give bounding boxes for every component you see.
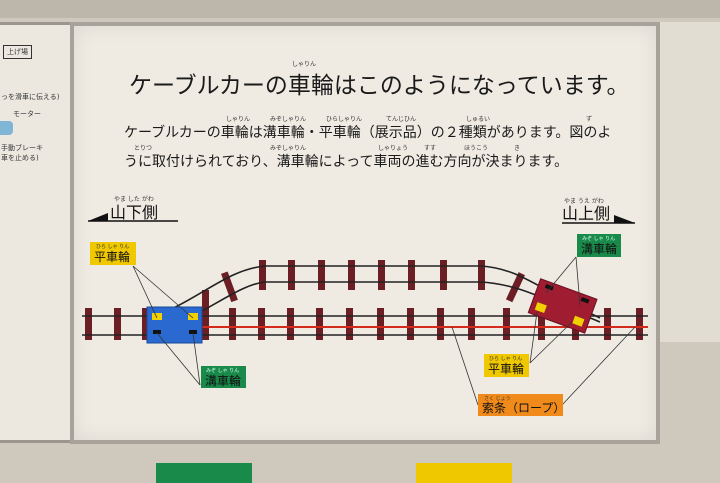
label-flat-wheel-down: ひら しゃ りん 平車輪 [90,242,136,265]
flat-wheel-icon [572,315,585,327]
ruby: ず [586,116,593,123]
flat-wheel-icon [152,313,162,320]
info-board: しゃりん ケーブルカーの車輪はこのようになっています。 しゃりん みぞしゃりん … [70,22,660,444]
label-text: 平車輪 [488,361,524,376]
label-rope: さく じょう 索条（ロープ） [478,394,565,416]
ruby: しゃりん [226,116,251,123]
arrow-right-icon [614,215,635,223]
ruby: しゃりょう [378,145,409,152]
car-uphill [527,278,598,334]
groove-wheel-icon [189,330,197,334]
uphill-label: 山上側 [562,204,610,223]
flat-wheel-icon [534,302,547,314]
label-groove-wheel-up: みぞ しゃ りん 溝車輪 [577,234,621,257]
downhill-indicator: やま した がわ 山下側 [88,195,178,222]
car-downhill [146,306,203,344]
ruby: てんじひん [386,116,417,123]
groove-wheel-icon [153,330,161,334]
ruby: ひらしゃりん [326,116,363,123]
page-title: ケーブルカーの車輪はこのようになっています。 [129,73,630,99]
ruby: とりつ [134,145,153,152]
ruby: ほうこう [464,145,489,152]
left-text: っを滑車に伝える) [1,93,60,101]
downhill-label: 山下側 [110,203,158,222]
left-heading: 上げ場 [3,45,32,59]
groove-wheel-icon [580,296,590,304]
bottom-yellow-sign [416,463,512,483]
wall [660,22,720,342]
ruby: ひら しゃ りん [489,356,522,362]
ruby: さく じょう [484,395,511,402]
downhill-ruby: やま した がわ [114,195,154,203]
ruby: しゅるい [466,116,491,123]
sleepers [85,260,643,340]
groove-wheel-icon [544,283,554,291]
description-line-1: ケーブルカーの車輪は溝車輪・平車輪（展示品）の２種類があります。図のよ [124,125,612,141]
label-text: 索条（ロープ） [482,401,565,415]
motor-label: モーター [13,110,41,118]
left-text-2: 車を止める) [1,154,39,162]
wall [0,0,720,18]
brake-label: 手動ブレーキ [1,144,43,152]
flat-wheel-icon [188,313,198,320]
label-text: 溝車輪 [581,241,617,256]
ruby: き [514,145,521,152]
title-ruby: しゃりん [292,61,317,68]
bottom-green-sign [156,463,252,483]
ruby: みぞしゃりん [270,145,307,152]
ruby: みぞしゃりん [270,116,307,123]
ruby: すす [424,145,437,152]
ruby: みぞ しゃ りん [206,367,239,374]
uphill-indicator: やま うえ がわ 山上側 [562,197,635,224]
label-text: 溝車輪 [205,373,241,388]
leader-lines [132,256,636,406]
ruby: みぞ しゃ りん [582,235,615,242]
motor-icon [0,121,13,135]
ruby: ひら しゃ りん [96,244,129,250]
uphill-ruby: やま うえ がわ [564,197,604,205]
label-flat-wheel-up: ひら しゃ りん 平車輪 [484,354,529,377]
label-text: 平車輪 [94,249,130,264]
description-line-2: うに取付けられており、溝車輪によって車両の進む方向が決まります。 [124,154,569,170]
arrow-left-icon [88,213,108,221]
label-groove-wheel-down: みぞ しゃ りん 溝車輪 [201,366,246,388]
